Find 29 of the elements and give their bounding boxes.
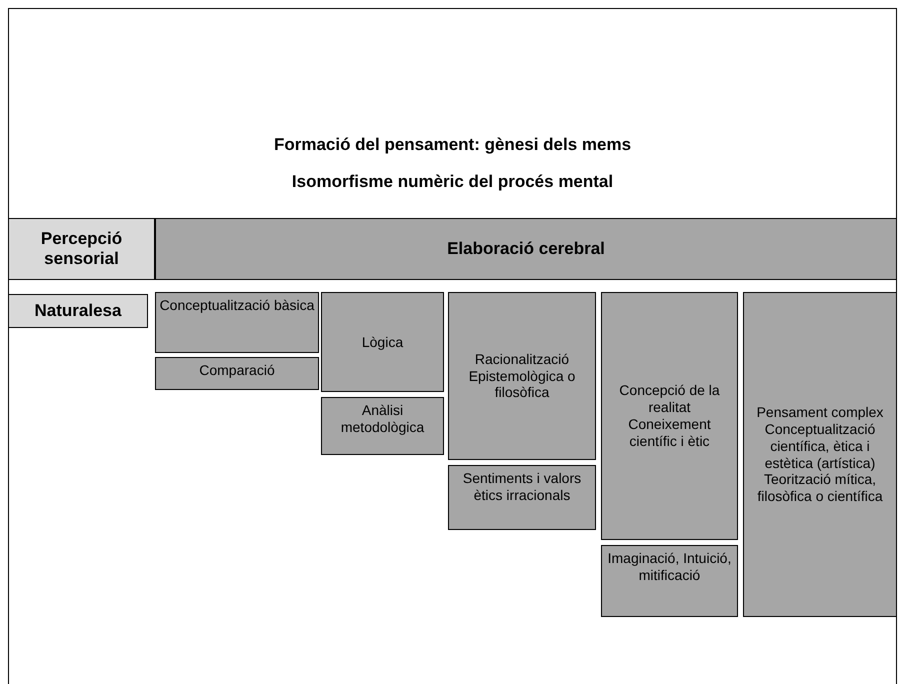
box-text: Anàlisi metodològica <box>340 402 426 436</box>
concept-box <box>155 357 319 390</box>
row-header-box <box>8 294 148 328</box>
concept-box <box>743 292 897 617</box>
diagram-title: Formació del pensament: gènesi dels mems <box>274 135 632 155</box>
concept-box <box>448 292 596 460</box>
concept-box <box>321 292 444 392</box>
concept-box <box>601 292 738 540</box>
concept-box <box>601 545 738 617</box>
box-text: Sentiments i valors ètics irracionals <box>462 470 582 504</box>
header-box <box>155 218 897 280</box>
box-text: Comparació <box>199 362 275 379</box>
box-text: Imaginació, Intuició, mitificació <box>606 550 732 584</box>
box-text: Teorització mítica, filosòfica o científica <box>756 471 884 505</box>
box-text: Concepció de la realitat <box>618 382 721 416</box>
box-text: Elaboració cerebral <box>447 238 605 260</box>
box-text: Pensament complex <box>756 404 884 421</box>
box-text: Coneixement científic i ètic <box>627 416 712 450</box>
box-text: Racionalització Epistemològica o filosòfica <box>468 350 576 402</box>
box-text: Percepció sensorial <box>40 228 124 270</box>
box-text: Conceptualització bàsica <box>160 297 314 314</box>
subtitle: Isomorfisme numèric del procés mental <box>292 172 614 192</box>
header-box <box>8 218 155 280</box>
box-text: Naturalesa <box>34 300 122 322</box>
box-text: Lògica <box>362 334 404 350</box>
concept-box <box>321 397 444 455</box>
concept-box <box>448 465 596 530</box>
concept-box <box>155 292 319 353</box>
box-text: Conceptualització científica, ètica i estètica (artística) <box>764 420 876 472</box>
